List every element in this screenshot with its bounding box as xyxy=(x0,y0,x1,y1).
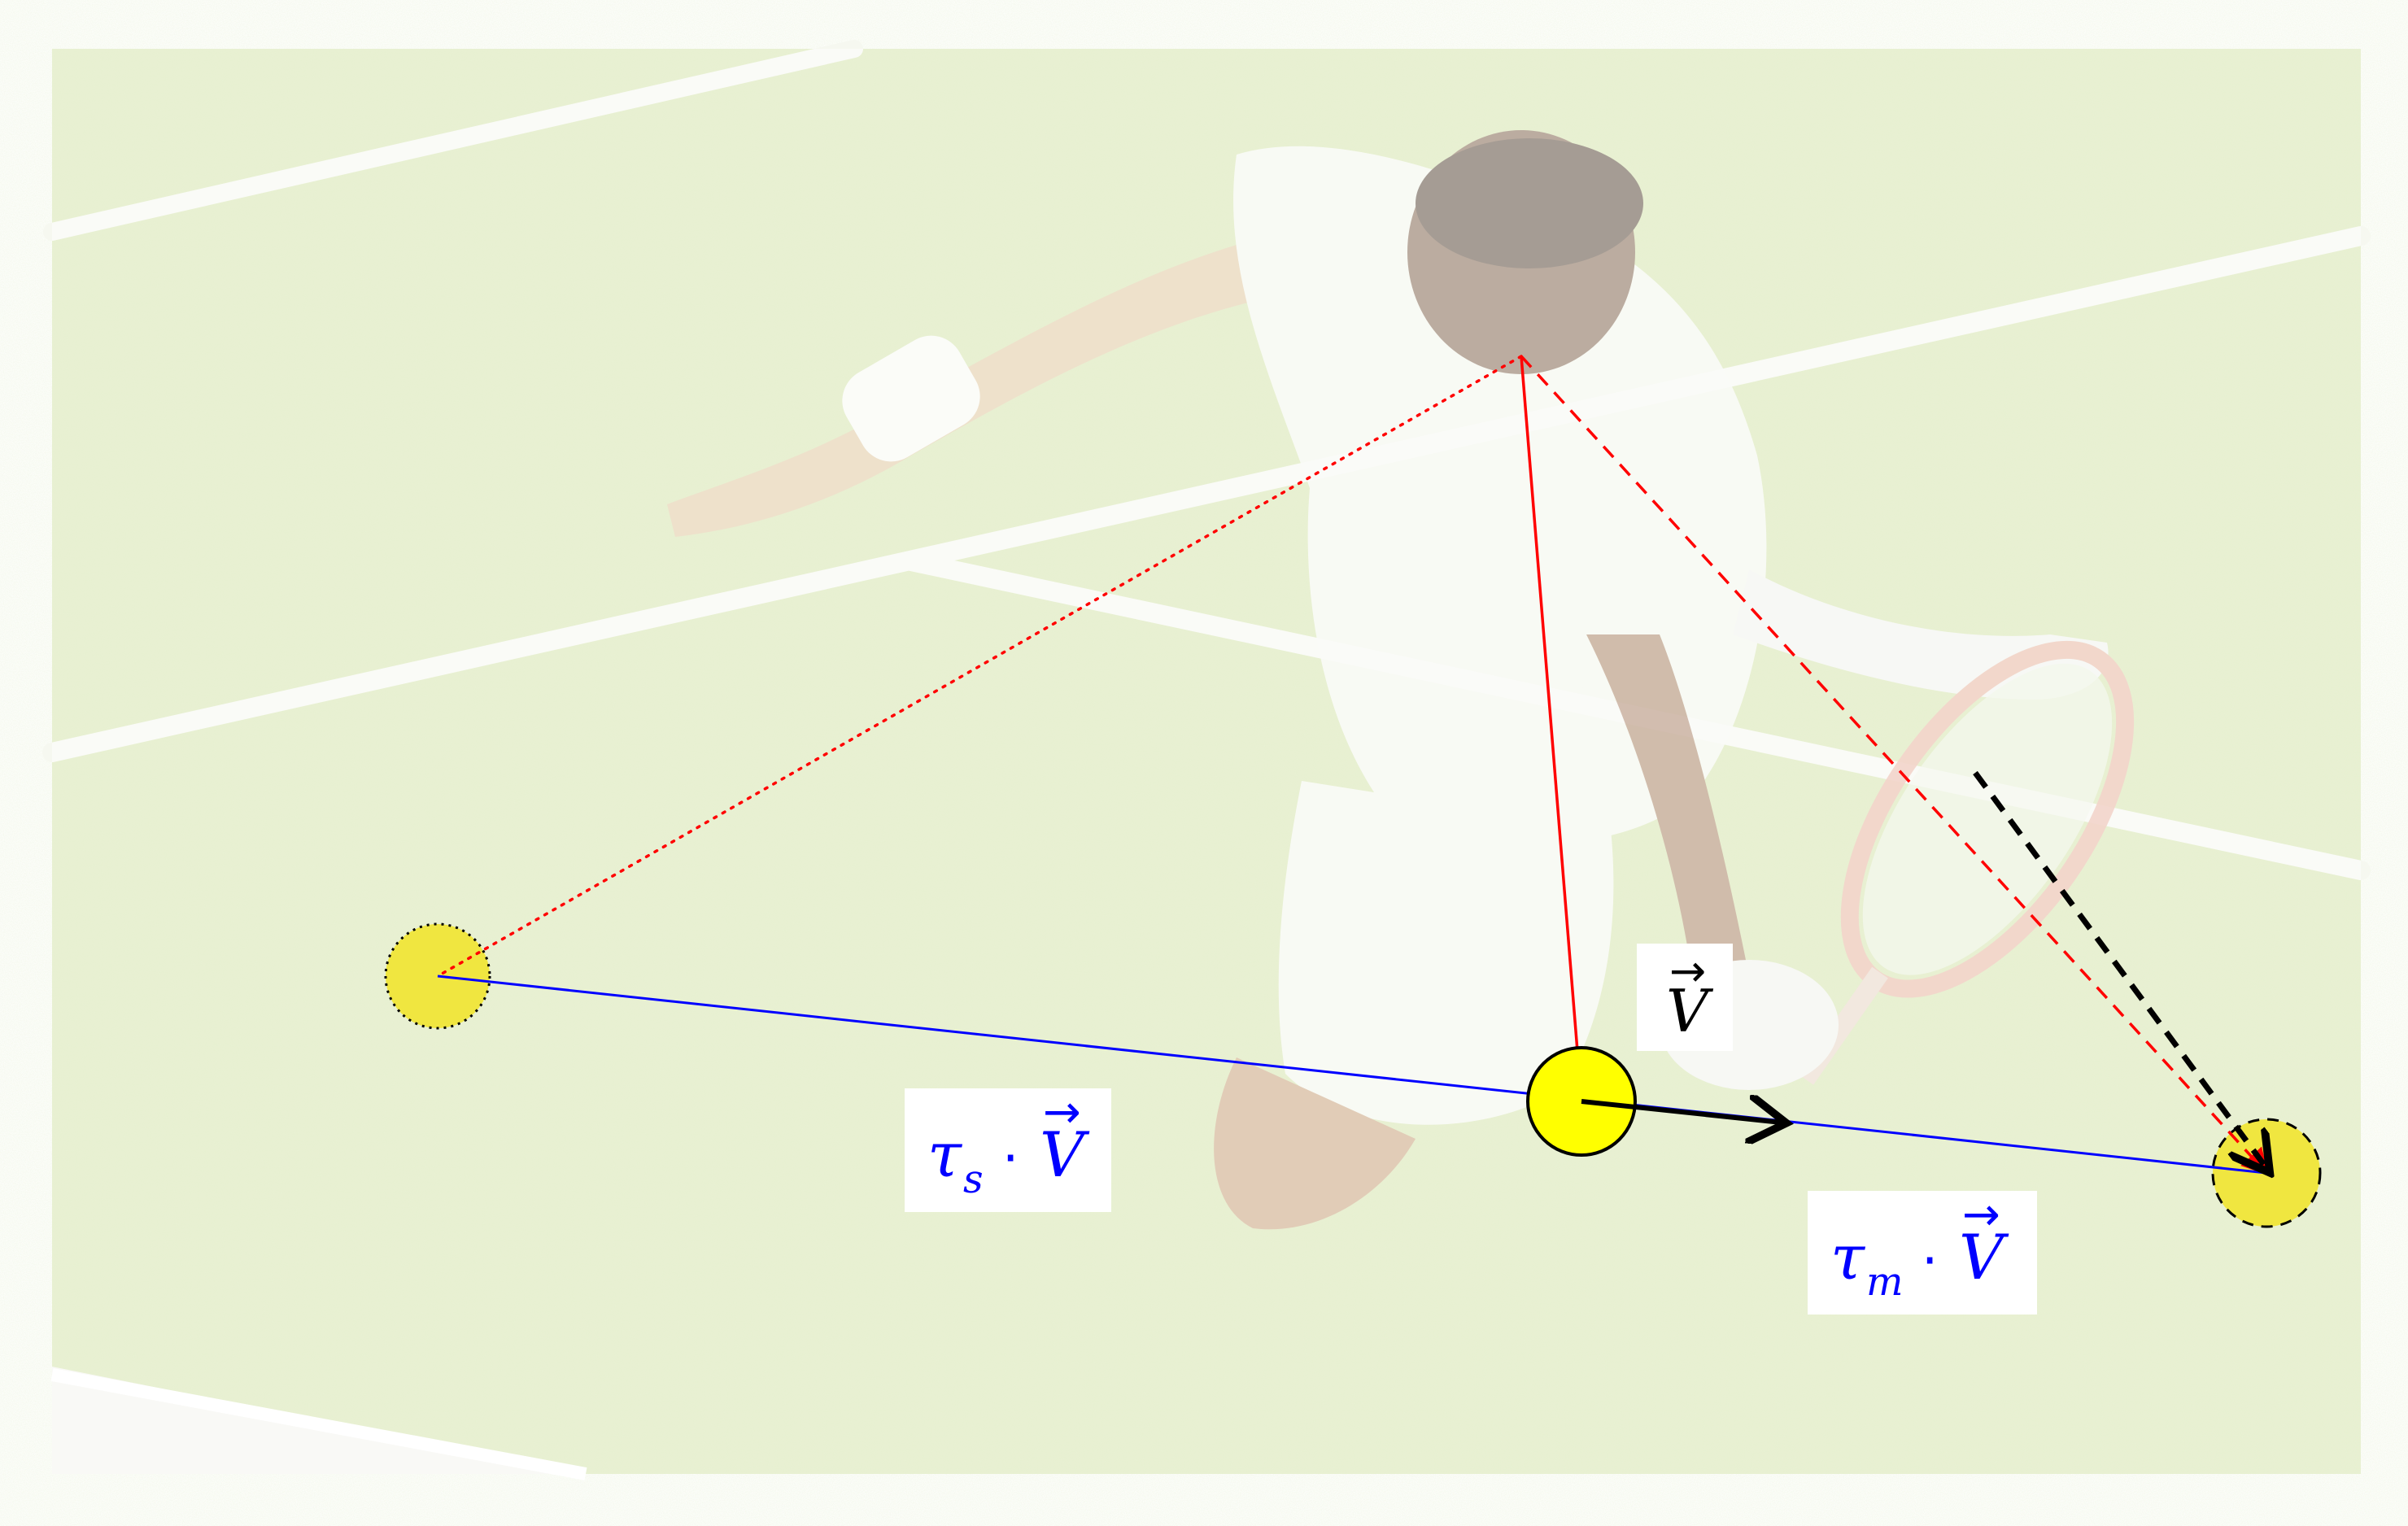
motor-label-box xyxy=(1808,1191,2037,1315)
sensory-v: V xyxy=(1040,1118,1090,1191)
velocity-arrow xyxy=(1581,1101,1782,1123)
net xyxy=(50,1367,587,1480)
sensory-tau: τ xyxy=(927,1118,963,1191)
background-photo xyxy=(42,40,2371,1480)
motor-v: V xyxy=(1959,1221,2009,1293)
sensory-subscript: s xyxy=(963,1157,984,1202)
velocity-label: V → xyxy=(1637,944,1733,1051)
construction xyxy=(384,355,2322,1228)
sensory-arrow-glyph: → xyxy=(1043,1086,1081,1139)
motor-delay-label: τ m · V → xyxy=(1808,1188,2037,1315)
sensory-sight-line xyxy=(436,355,1523,978)
projection-arrow xyxy=(1973,770,2266,1168)
motor-sight-line xyxy=(1520,355,2269,1175)
motor-subscript: m xyxy=(1866,1259,1904,1305)
velocity-label-box xyxy=(1637,944,1733,1051)
current-sight-line xyxy=(1520,355,1583,1102)
trajectory-line xyxy=(437,974,2267,1175)
motor-dot: · xyxy=(1922,1232,1938,1292)
motor-arrow-glyph: → xyxy=(1962,1188,2000,1241)
player-silhouette xyxy=(667,130,2135,1230)
sensory-dot: · xyxy=(1002,1129,1019,1189)
sensory-label-box xyxy=(905,1088,1111,1212)
sensory-delay-label: τ s · V → xyxy=(905,1086,1111,1212)
velocity-label-text: V xyxy=(1666,977,1714,1045)
velocity-arrow-glyph: → xyxy=(1669,945,1706,996)
motor-tau: τ xyxy=(1830,1221,1866,1293)
